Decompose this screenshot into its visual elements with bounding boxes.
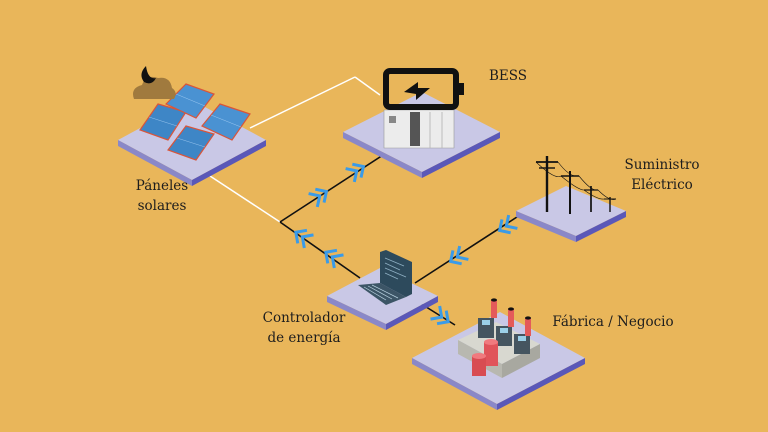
line-controller-junction: [279, 221, 361, 279]
bess-node[interactable]: [343, 68, 500, 178]
arrow-to-factory: [430, 305, 450, 326]
factory-node[interactable]: [412, 298, 585, 410]
label-grid: Suministro Eléctrico: [612, 155, 712, 195]
line-solar-junction: [209, 175, 281, 223]
label-factory-line1: Fábrica / Negocio: [552, 314, 674, 330]
factory-icon: [458, 298, 540, 378]
arrow-to-bess-1: [308, 187, 329, 208]
label-bess: BESS: [478, 66, 538, 86]
arrow-to-controller-1: [497, 214, 518, 235]
arrow-to-controller-2: [448, 245, 469, 266]
flow-arrows: [294, 162, 518, 326]
label-solar-line2: solares: [137, 198, 187, 214]
label-controller: Controlador de energía: [254, 308, 354, 348]
label-bess-line1: BESS: [488, 68, 528, 84]
line-grid-controller: [414, 214, 521, 284]
label-factory: Fábrica / Negocio: [548, 312, 678, 332]
arrow-to-junction-1: [294, 228, 314, 249]
arrow-to-bess-2: [345, 162, 366, 183]
line-bess-panel: [354, 76, 381, 96]
label-grid-line2: Eléctrico: [631, 177, 693, 193]
power-pole-icon: [535, 156, 617, 214]
grid-node[interactable]: [516, 156, 626, 242]
connections: [209, 76, 521, 326]
label-solar: Páneles solares: [112, 176, 212, 216]
line-junction-bess: [279, 154, 384, 223]
label-controller-line1: Controlador: [262, 310, 346, 326]
label-grid-line1: Suministro: [624, 157, 700, 173]
cloud-night-icon: [133, 66, 176, 99]
arrow-to-junction-2: [324, 248, 344, 269]
label-controller-line2: de energía: [267, 330, 341, 346]
battery-charging-icon: [383, 68, 464, 110]
container-icon: [383, 109, 455, 149]
label-solar-line1: Páneles: [135, 178, 189, 194]
line-solar-bess: [249, 76, 356, 129]
controller-node[interactable]: [327, 250, 438, 330]
solar-panel-icon: [139, 83, 251, 161]
laptop-icon: [358, 250, 412, 305]
solar-node[interactable]: [118, 66, 266, 186]
